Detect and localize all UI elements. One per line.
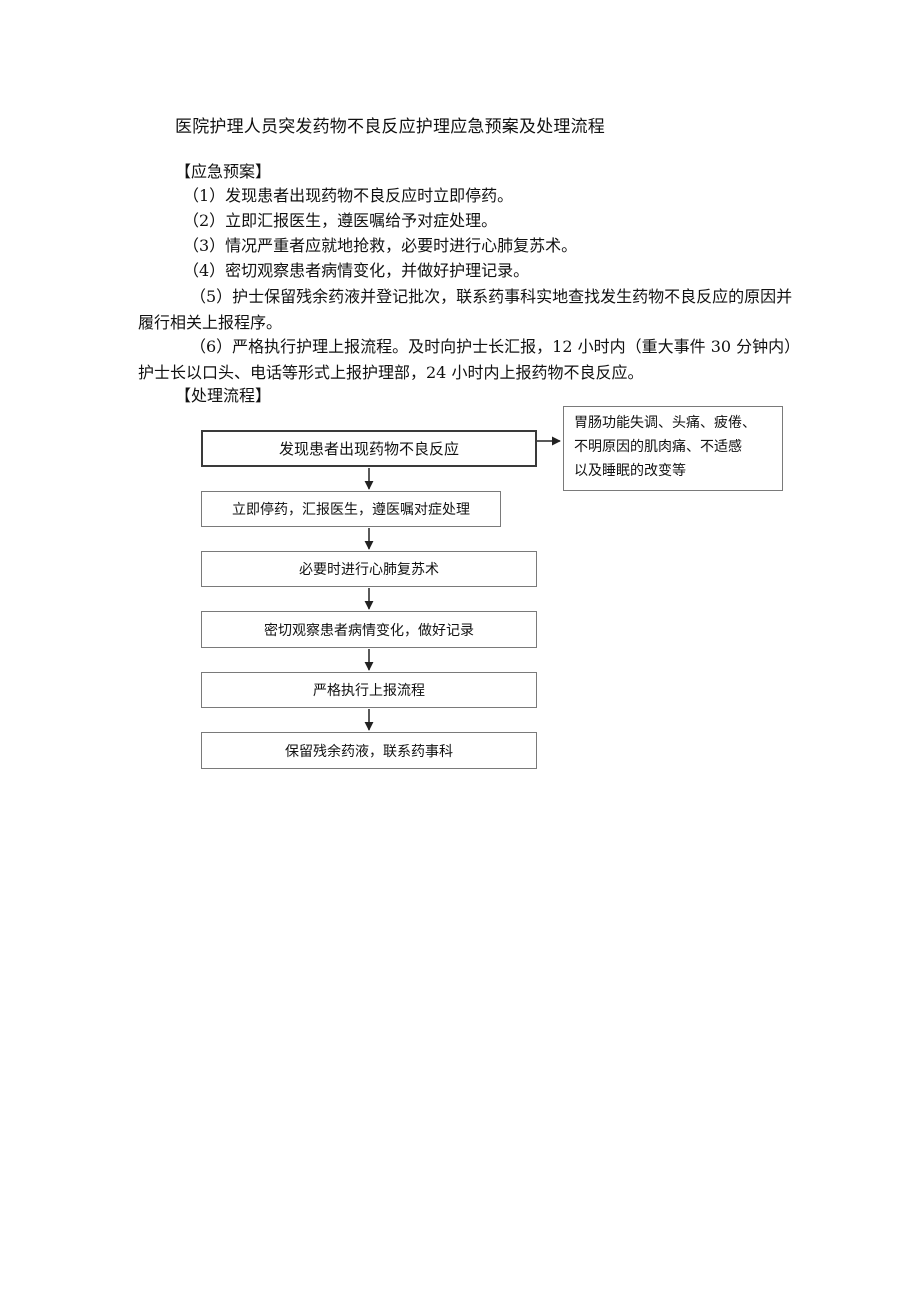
side-note-line-1: 胃肠功能失调、头痛、疲倦、 [574, 415, 756, 431]
flow-step-stop-drug-report: 立即停药，汇报医生，遵医嘱对症处理 [201, 491, 501, 527]
flow-step-cpr: 必要时进行心肺复苏术 [201, 551, 537, 587]
flow-step-retain-drug: 保留残余药液，联系药事科 [201, 732, 537, 769]
emergency-plan-heading: 【应急预案】 [175, 162, 272, 181]
plan-item-6: （6）严格执行护理上报流程。及时向护士长汇报，12 小时内（重大事件 30 分钟… [138, 337, 793, 382]
symptom-side-note: 胃肠功能失调、头痛、疲倦、 不明原因的肌肉痛、不适感 以及睡眠的改变等 [563, 406, 783, 491]
plan-item-5: （5）护士保留残余药液并登记批次，联系药事科实地查找发生药物不良反应的原因并履行… [138, 287, 793, 332]
side-note-line-2: 不明原因的肌肉痛、不适感 [574, 439, 742, 455]
plan-item-2: （2）立即汇报医生，遵医嘱给予对症处理。 [183, 211, 498, 230]
flow-step-observe-record: 密切观察患者病情变化，做好记录 [201, 611, 537, 648]
document-title: 医院护理人员突发药物不良反应护理应急预案及处理流程 [175, 117, 605, 137]
flow-step-report-process: 严格执行上报流程 [201, 672, 537, 708]
plan-item-3: （3）情况严重者应就地抢救，必要时进行心肺复苏术。 [183, 236, 578, 255]
flow-step-detect-reaction: 发现患者出现药物不良反应 [201, 430, 537, 467]
plan-item-1: （1）发现患者出现药物不良反应时立即停药。 [183, 186, 514, 205]
plan-item-4: （4）密切观察患者病情变化，并做好护理记录。 [183, 261, 530, 280]
side-note-line-3: 以及睡眠的改变等 [574, 463, 686, 479]
process-flow-heading: 【处理流程】 [175, 386, 272, 405]
